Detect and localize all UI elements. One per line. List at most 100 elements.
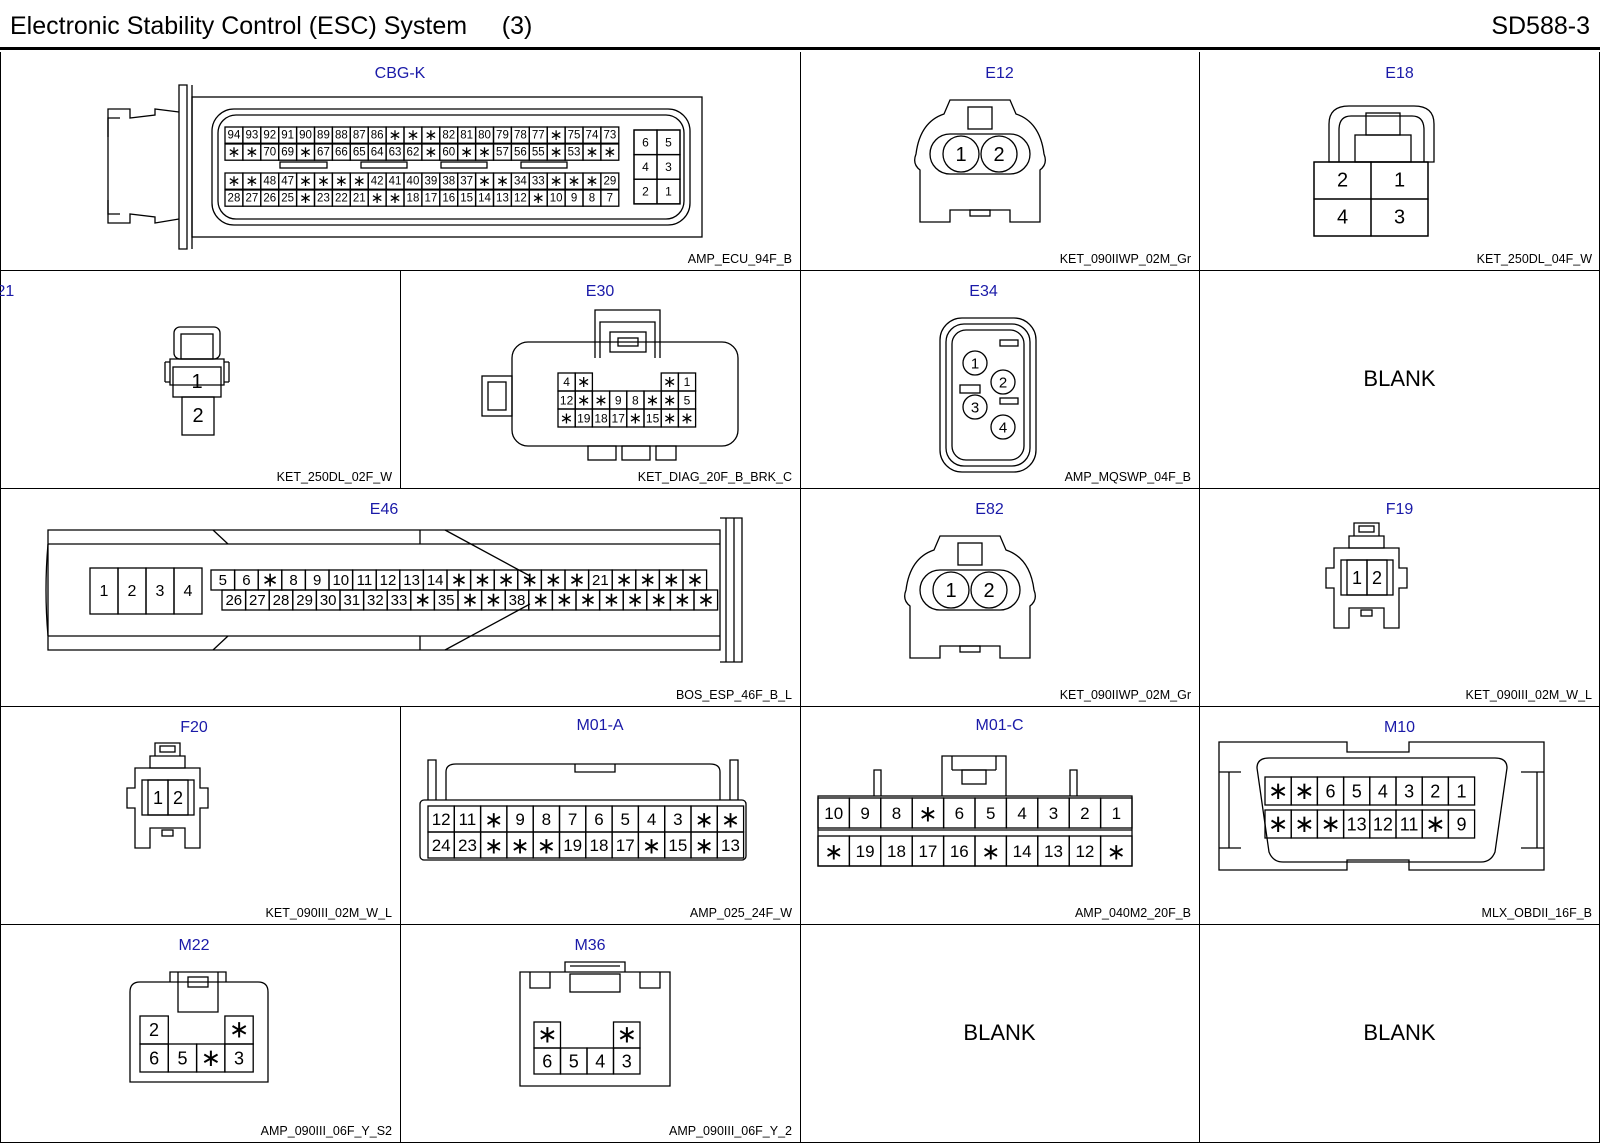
pin-label: 38 — [509, 592, 526, 609]
pin-label: ∗ — [478, 144, 491, 161]
connector-body — [45, 543, 49, 637]
pin-label: 7 — [607, 193, 613, 205]
connector-latch — [107, 117, 120, 215]
pin-label: 80 — [478, 130, 491, 142]
pin-label: 40 — [407, 176, 420, 188]
connector-housing — [511, 341, 739, 447]
connector-part-number: KET_090III_02M_W_L — [1465, 688, 1592, 702]
pin-label: 3 — [971, 400, 979, 417]
pin-label: 92 — [263, 130, 276, 142]
pin-label: 17 — [612, 412, 626, 426]
pin-label: 17 — [424, 193, 437, 205]
connector-latch — [587, 445, 617, 461]
pin-label: 23 — [317, 193, 330, 205]
connector-latch — [1354, 134, 1412, 163]
connector-latch — [621, 445, 651, 461]
pin-label: 25 — [281, 193, 294, 205]
pin-label: 70 — [263, 147, 276, 159]
connector-part-number: AMP_090III_06F_Y_S2 — [260, 1124, 392, 1138]
pin-label: ∗ — [663, 570, 680, 592]
pin-label: 37 — [460, 176, 473, 188]
pin-label: 86 — [371, 130, 384, 142]
pin-label: 94 — [228, 130, 241, 142]
pin-label: ∗ — [537, 833, 556, 859]
pin-label: 22 — [335, 193, 348, 205]
pin-label: 9 — [1456, 815, 1466, 835]
pin-label: ∗ — [262, 570, 279, 592]
pin-label: ∗ — [646, 392, 660, 410]
connector-part-number: KET_090III_02M_W_L — [265, 906, 392, 920]
connector-latch — [149, 742, 186, 769]
pin-label: ∗ — [406, 127, 419, 144]
pin-label: 63 — [389, 147, 402, 159]
pin-label: 1 — [153, 788, 163, 808]
pin-label: 28 — [228, 193, 241, 205]
pin-label: ∗ — [721, 807, 740, 833]
connector-latch — [1358, 525, 1375, 533]
pin-label: ∗ — [545, 570, 562, 592]
pin-label: 5 — [621, 810, 630, 829]
pin-label: 33 — [532, 176, 545, 188]
pin-label: 35 — [438, 592, 455, 609]
pin-label: 6 — [642, 135, 649, 149]
pin-label: ∗ — [1294, 778, 1314, 805]
pin-label: 28 — [273, 592, 290, 609]
pin-label: 13 — [496, 193, 509, 205]
pin-label: ∗ — [617, 1022, 637, 1049]
pin-label: ∗ — [201, 1045, 221, 1072]
pin-label: 8 — [632, 394, 639, 408]
pin-label: ∗ — [697, 590, 714, 612]
blank-cell: BLANK — [1199, 270, 1600, 488]
pin-label: 47 — [281, 176, 294, 188]
connector-part-number: KET_DIAG_20F_B_BRK_C — [637, 470, 792, 484]
connector-bezel — [1338, 115, 1425, 162]
pin-label: 2 — [999, 375, 1007, 392]
pin-label: 4 — [1378, 782, 1388, 802]
connector-latch — [159, 745, 176, 753]
pin-label: 66 — [335, 147, 348, 159]
connector-latch — [569, 973, 621, 993]
pin-label: 38 — [442, 176, 455, 188]
pin-label: 8 — [289, 572, 297, 589]
connector-latch — [594, 309, 661, 358]
pin-label: 12 — [560, 394, 574, 408]
pin-label: 2 — [983, 580, 994, 602]
pin-label: ∗ — [550, 144, 563, 161]
pin-label: ∗ — [568, 570, 585, 592]
pin-label: ∗ — [521, 570, 538, 592]
connector-e21: E21 12 KET_250DL_02F_W — [0, 270, 400, 488]
pin-label: 6 — [594, 810, 603, 829]
pin-cell — [656, 178, 681, 205]
pin-label: 42 — [371, 176, 384, 188]
keying-slot — [360, 161, 408, 169]
pin-label: 2 — [993, 144, 1004, 166]
pin-label: ∗ — [335, 173, 348, 190]
pin-label: ∗ — [461, 590, 478, 612]
keying-slot — [959, 384, 981, 394]
pin-label: 3 — [234, 1049, 244, 1069]
pin-label: 4 — [184, 583, 193, 600]
pin-label: 6 — [149, 1049, 159, 1069]
pin-label: 2 — [192, 405, 203, 427]
pin-label: 14 — [427, 572, 444, 589]
pin-label: 1 — [971, 356, 979, 373]
pin-label: ∗ — [317, 173, 330, 190]
pin-cell — [1366, 559, 1388, 596]
connector-bezel — [217, 114, 685, 220]
connector-housing — [914, 99, 1046, 223]
pin-label: 11 — [357, 572, 373, 589]
pin-label: 21 — [353, 193, 366, 205]
connector-housing — [419, 799, 747, 861]
pin-label: 2 — [1372, 568, 1382, 588]
connector-housing — [129, 981, 269, 1083]
pin-cell — [167, 779, 189, 816]
